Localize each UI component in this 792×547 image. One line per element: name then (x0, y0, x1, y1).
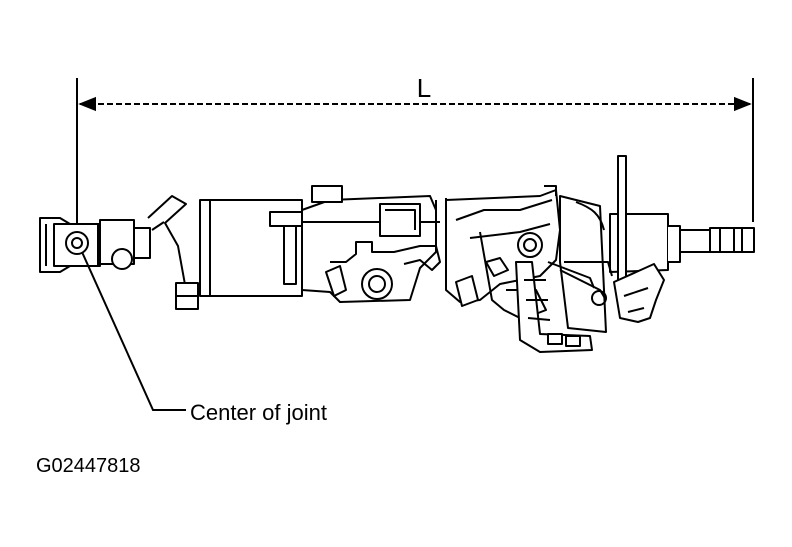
steering-shaft-end (679, 227, 755, 253)
column-housing (301, 185, 447, 303)
callout-leader-line (81, 251, 186, 411)
upper-mount-plate (547, 195, 681, 333)
steering-column-assembly (39, 155, 755, 353)
universal-joint (39, 217, 151, 273)
mounting-bracket-left (147, 195, 200, 310)
figure-id: G02447818 (36, 455, 141, 477)
column-tube (199, 199, 303, 297)
callout-label: Center of joint (190, 400, 327, 425)
dimension-line-l (76, 78, 754, 232)
lower-bracket (515, 261, 593, 353)
dimension-label: L (417, 73, 431, 103)
mounting-bracket-right (613, 263, 665, 323)
